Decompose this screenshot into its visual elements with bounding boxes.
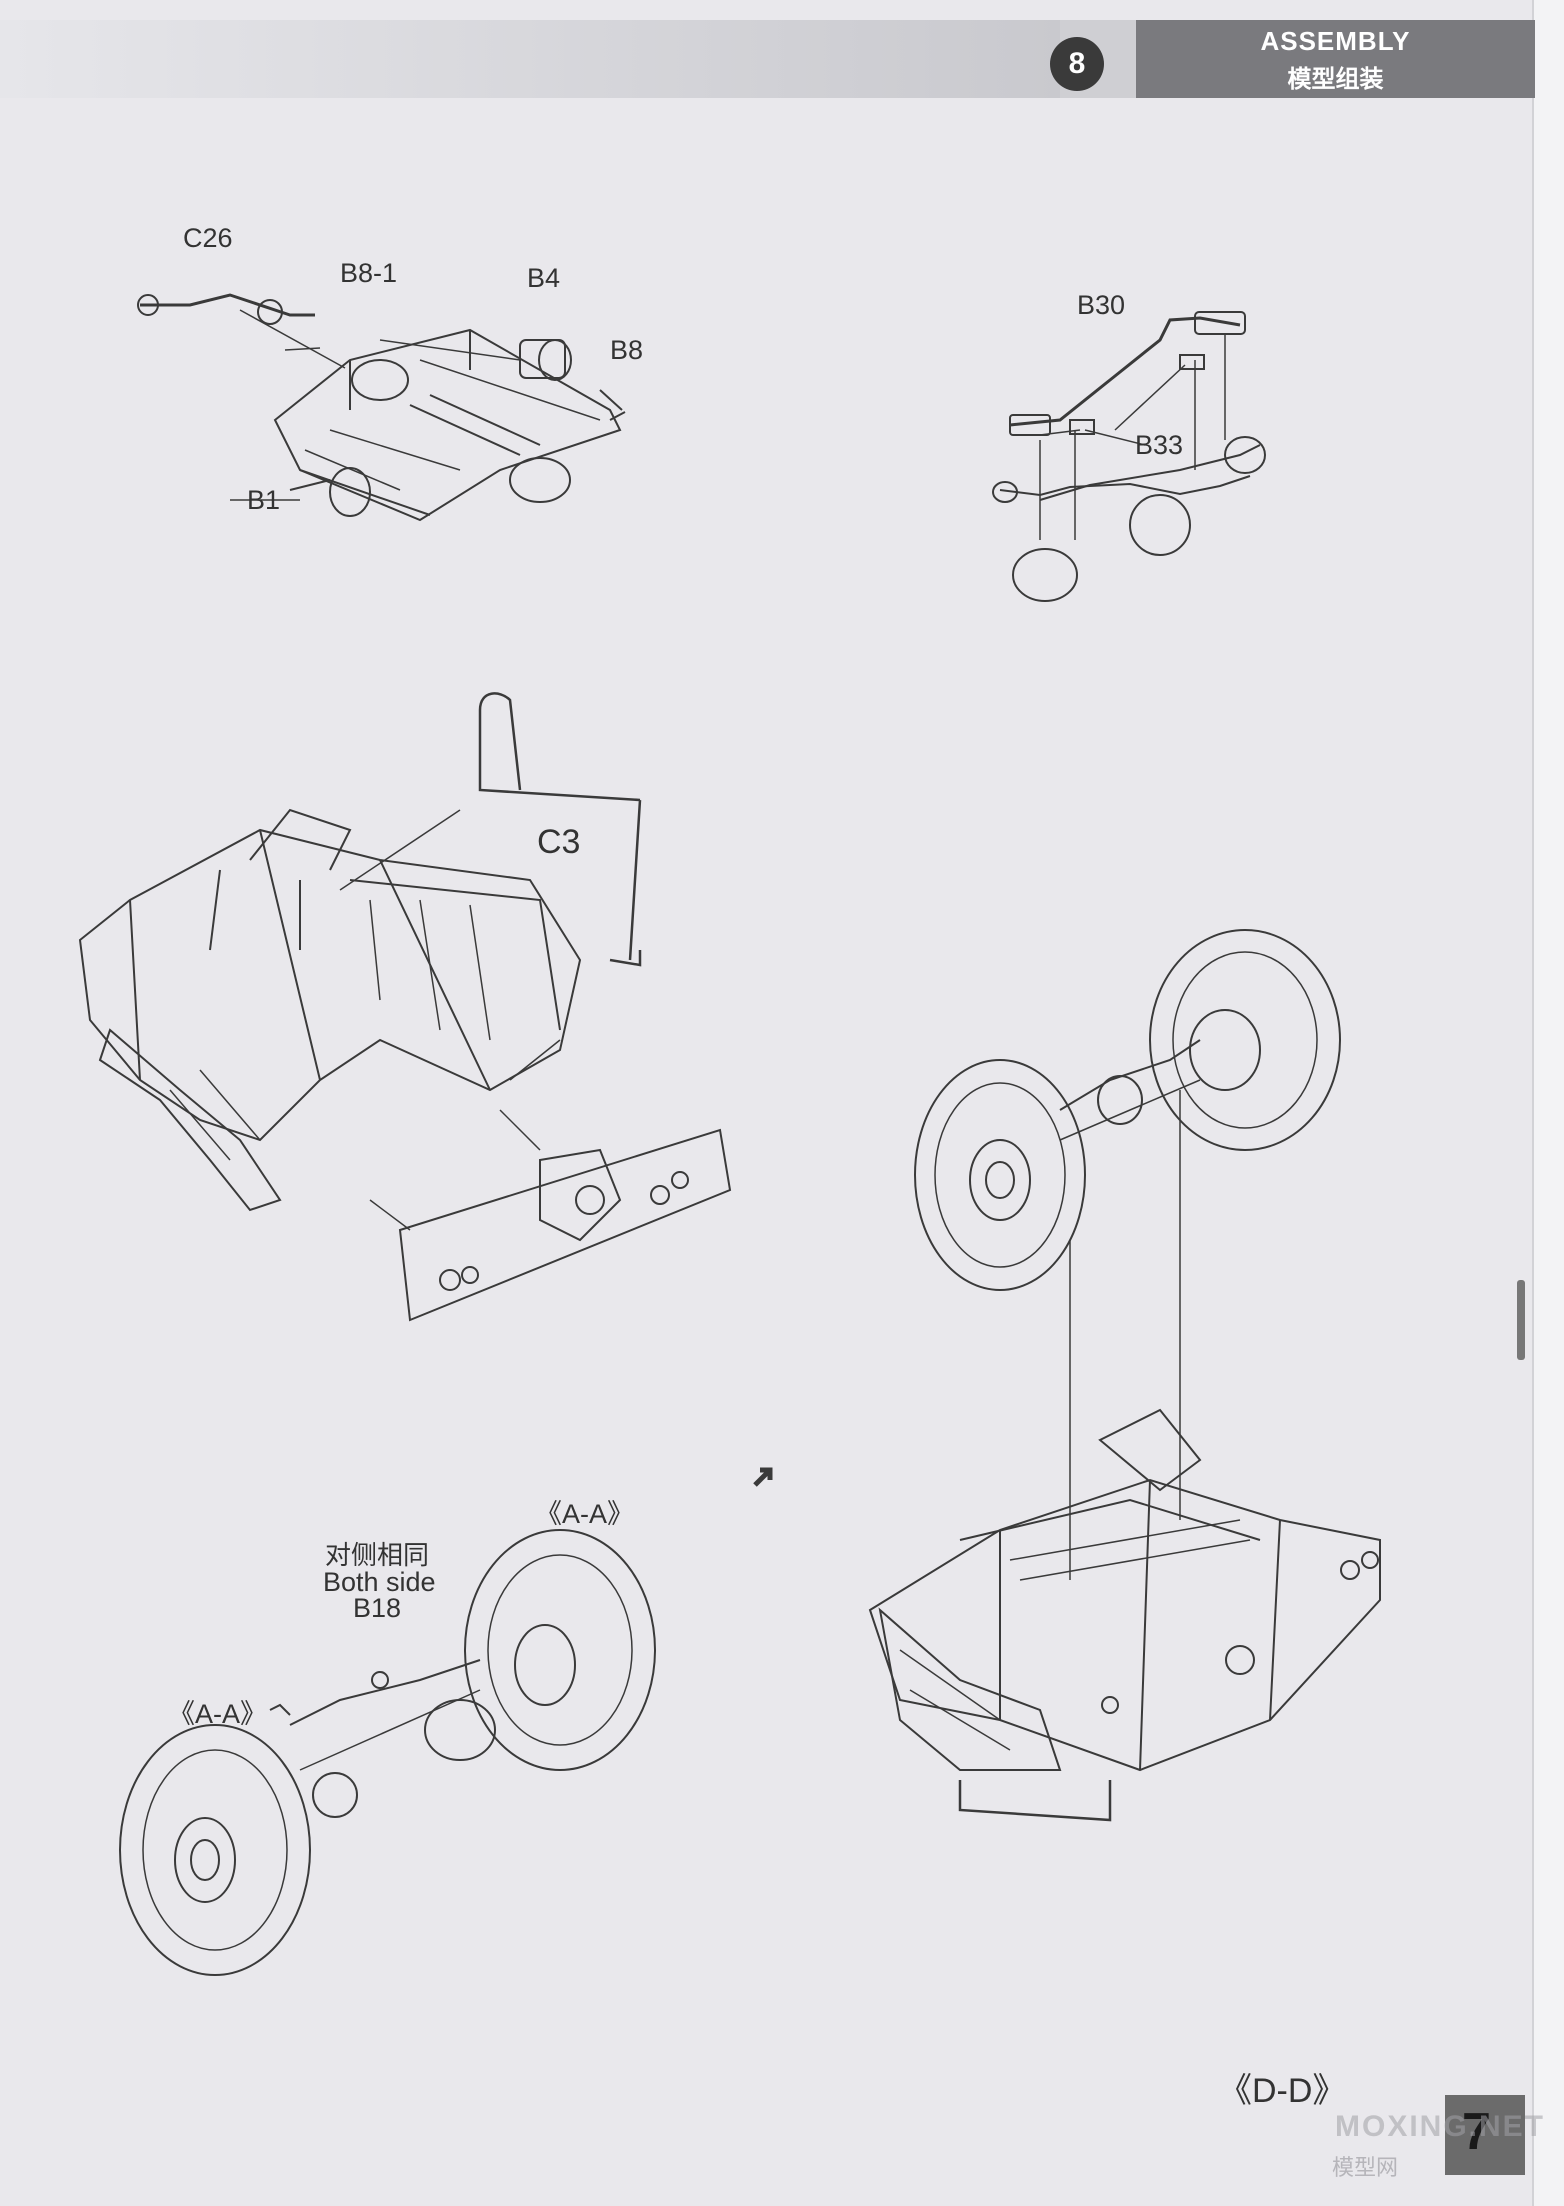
axle-assembly-top-right xyxy=(992,311,1266,602)
page-edge xyxy=(1532,0,1564,2206)
callout-both-side-cn: 对侧相同 xyxy=(325,1541,430,1571)
callout-b8-1: B8-1 xyxy=(340,258,398,288)
wheel-axle-middle-right xyxy=(914,929,1341,1580)
callout-b4: B4 xyxy=(527,263,561,293)
callout-aa-top: 《A-A》 xyxy=(535,1499,635,1529)
direction-arrow xyxy=(753,1467,773,1487)
page-number-box xyxy=(1445,2095,1525,2175)
callout-b1: B1 xyxy=(247,485,281,515)
page-number: 7 xyxy=(1462,2103,1491,2161)
callout-b8: B8 xyxy=(610,335,644,365)
callout-b30: B30 xyxy=(1077,290,1126,320)
header-strip xyxy=(0,20,1060,98)
assembly-title-box: ASSEMBLY 模型组装 xyxy=(1136,20,1535,98)
assembly-title-en: ASSEMBLY xyxy=(1260,26,1411,56)
watermark: MOXING.NET xyxy=(1335,2110,1546,2143)
wheel-axle-bottom-left xyxy=(119,1529,656,1976)
callout-c26: C26 xyxy=(183,223,233,253)
callout-dd: 《D-D》 xyxy=(1218,2072,1347,2110)
callout-both-side-en: Both side xyxy=(323,1567,436,1597)
callout-c3: C3 xyxy=(537,823,581,861)
callout-b33: B33 xyxy=(1135,430,1184,460)
callout-aa-left: 《A-A》 xyxy=(168,1699,268,1729)
full-chassis-bottom-right xyxy=(868,1408,1381,1822)
assembly-title-cn: 模型组装 xyxy=(1287,65,1384,93)
chassis-frame-middle-left xyxy=(78,692,732,1322)
step-number-badge: 8 xyxy=(1050,37,1104,91)
watermark-cn: 模型网 xyxy=(1332,2156,1399,2181)
callout-b18: B18 xyxy=(353,1593,402,1623)
axle-assembly-top-left xyxy=(137,293,626,522)
page-tab-marker xyxy=(1517,1280,1525,1360)
